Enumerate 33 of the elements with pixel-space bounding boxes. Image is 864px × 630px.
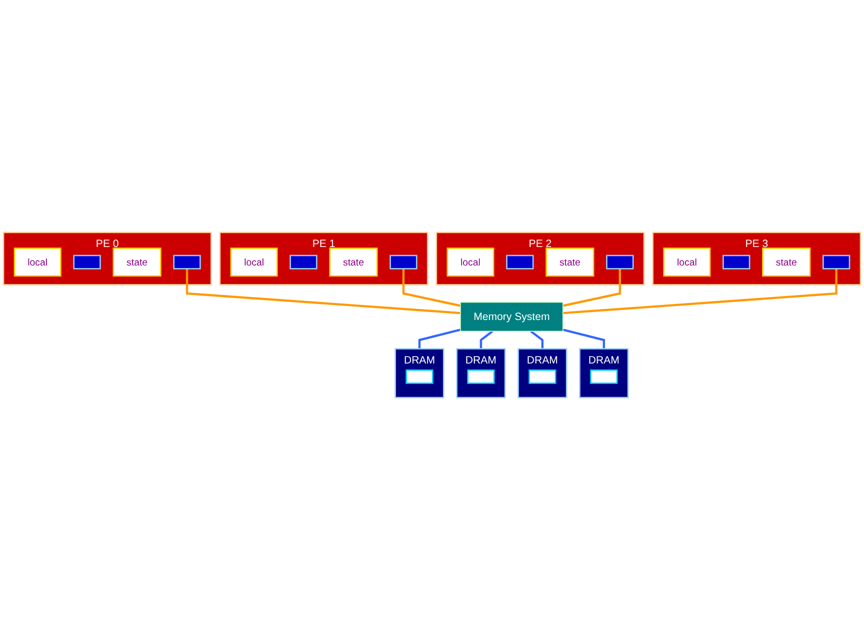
node-box [506, 254, 534, 270]
node-box: local [14, 248, 62, 277]
connector [186, 268, 461, 314]
node-box [390, 254, 418, 270]
cluster: DRAM [518, 348, 568, 398]
node-box: local [446, 248, 494, 277]
connector [402, 268, 461, 307]
cluster: DRAM [579, 348, 629, 398]
node-box [406, 369, 434, 384]
connector [418, 328, 461, 349]
connector [562, 268, 621, 307]
node-box [173, 254, 201, 270]
connector [562, 328, 605, 349]
node-box [606, 254, 634, 270]
connector [530, 330, 544, 349]
node-box [73, 254, 101, 270]
node-box: local [663, 248, 711, 277]
node-box [290, 254, 318, 270]
node-box [722, 254, 750, 270]
connector [562, 268, 838, 314]
node-box: local [230, 248, 278, 277]
node-box: state [762, 248, 811, 277]
node-box: state [112, 248, 162, 277]
cluster: DRAM [456, 348, 506, 398]
node-box [467, 369, 495, 384]
node-box: Memory System [460, 302, 564, 332]
cluster: DRAM [394, 348, 444, 398]
node-box [528, 369, 556, 384]
node-box [590, 369, 618, 384]
node-box [822, 254, 850, 270]
node-box: state [329, 248, 378, 277]
node-box: state [546, 248, 594, 277]
connector [480, 330, 494, 349]
